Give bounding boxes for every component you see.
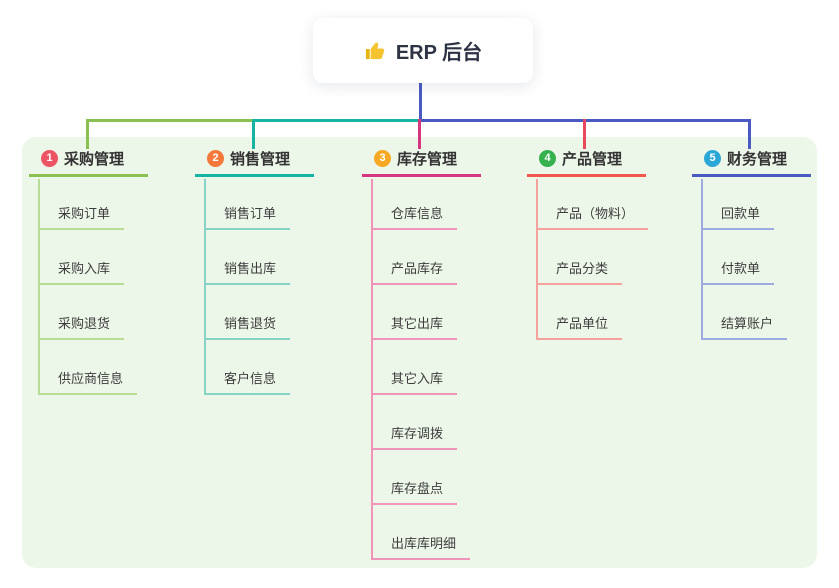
- child-node[interactable]: 客户信息: [204, 370, 291, 395]
- connector-drop-purchase: [86, 119, 89, 149]
- child-node[interactable]: 采购入库: [38, 260, 125, 285]
- branch-title-label: 采购管理: [64, 151, 125, 168]
- child-node[interactable]: 采购退货: [38, 315, 125, 340]
- child-node[interactable]: 销售订单: [204, 205, 291, 230]
- child-node[interactable]: 仓库信息: [371, 205, 458, 230]
- connector-drop-sales: [252, 119, 255, 149]
- branch-background-panel: [22, 137, 817, 568]
- child-node[interactable]: 产品单位: [536, 315, 623, 340]
- connector-bus-green: [86, 119, 254, 122]
- child-node[interactable]: 销售退货: [204, 315, 291, 340]
- branch-number-badge: 1: [41, 150, 58, 167]
- root-node[interactable]: ERP 后台: [313, 18, 533, 83]
- child-node[interactable]: 其它入库: [371, 370, 458, 395]
- branch-number-badge: 4: [539, 150, 556, 167]
- branch-title-purchase[interactable]: 1 采购管理: [29, 149, 148, 177]
- branch-child-spine: [204, 179, 206, 395]
- root-node-label: ERP 后台: [395, 42, 483, 64]
- branch-number-badge: 3: [374, 150, 391, 167]
- branch-child-spine: [371, 179, 373, 560]
- child-node[interactable]: 回款单: [701, 205, 775, 230]
- child-node[interactable]: 产品（物料）: [536, 205, 649, 230]
- branch-number-badge: 2: [207, 150, 224, 167]
- connector-drop-inventory: [418, 119, 421, 149]
- child-node[interactable]: 库存调拨: [371, 425, 458, 450]
- child-node[interactable]: 结算账户: [701, 315, 788, 340]
- branch-title-inventory[interactable]: 3 库存管理: [362, 149, 481, 177]
- child-node[interactable]: 销售出库: [204, 260, 291, 285]
- child-node[interactable]: 其它出库: [371, 315, 458, 340]
- branch-child-spine: [38, 179, 40, 395]
- branch-title-label: 产品管理: [562, 151, 623, 168]
- child-node[interactable]: 产品库存: [371, 260, 458, 285]
- branch-child-spine: [536, 179, 538, 340]
- branch-child-spine: [701, 179, 703, 340]
- branch-title-label: 库存管理: [397, 151, 458, 168]
- root-connector-line: [419, 83, 422, 121]
- child-node[interactable]: 供应商信息: [38, 370, 138, 395]
- thumbs-up-icon: [364, 39, 387, 62]
- child-node[interactable]: 库存盘点: [371, 480, 458, 505]
- connector-drop-finance: [748, 119, 751, 149]
- child-node[interactable]: 产品分类: [536, 260, 623, 285]
- child-node[interactable]: 出库库明细: [371, 535, 471, 560]
- branch-title-label: 财务管理: [727, 151, 788, 168]
- branch-number-badge: 5: [704, 150, 721, 167]
- branch-title-finance[interactable]: 5 财务管理: [692, 149, 811, 177]
- connector-bus-teal: [252, 119, 421, 122]
- branch-title-product[interactable]: 4 产品管理: [527, 149, 646, 177]
- connector-drop-product: [583, 119, 586, 149]
- child-node[interactable]: 付款单: [701, 260, 775, 285]
- branch-title-label: 销售管理: [230, 151, 291, 168]
- branch-title-sales[interactable]: 2 销售管理: [195, 149, 314, 177]
- child-node[interactable]: 采购订单: [38, 205, 125, 230]
